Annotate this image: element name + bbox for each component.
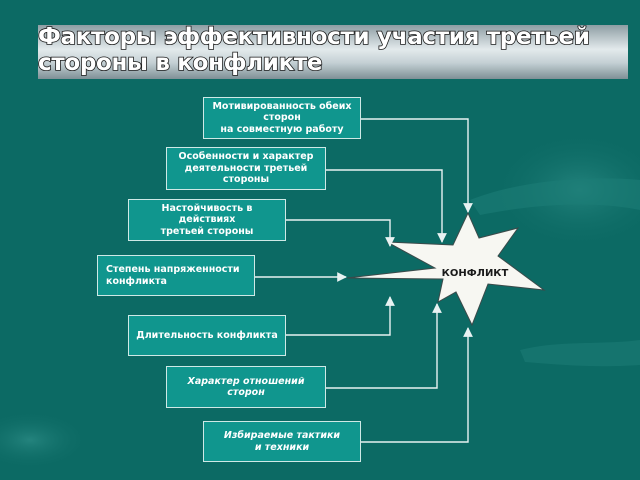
factor-box-tactics: Избираемые тактики и техники xyxy=(203,421,361,462)
arrow-factor-3 xyxy=(285,219,395,247)
arrow-factor-2 xyxy=(325,169,447,243)
factor-box-motivation: Мотивированность обеих сторон на совмест… xyxy=(203,97,361,139)
factor-box-persistence: Настойчивость в действиях третьей сторон… xyxy=(128,199,286,241)
factor-box-tension: Степень напряженности конфликта xyxy=(97,255,255,296)
conflict-label: КОНФЛИКТ xyxy=(441,268,509,279)
arrow-factor-5 xyxy=(285,296,395,336)
factor-box-relations: Характер отношений сторон xyxy=(166,366,326,408)
arrow-factor-1 xyxy=(360,118,473,213)
arrow-factor-7 xyxy=(360,327,473,443)
page-title: Факторы эффективности участия третьей ст… xyxy=(37,23,591,77)
factor-box-duration: Длительность конфликта xyxy=(128,315,286,356)
title-banner xyxy=(38,25,628,79)
factor-box-third-party-activity: Особенности и характер деятельности трет… xyxy=(166,147,326,190)
conflict-starburst xyxy=(346,211,546,327)
arrow-factor-6 xyxy=(325,303,442,389)
